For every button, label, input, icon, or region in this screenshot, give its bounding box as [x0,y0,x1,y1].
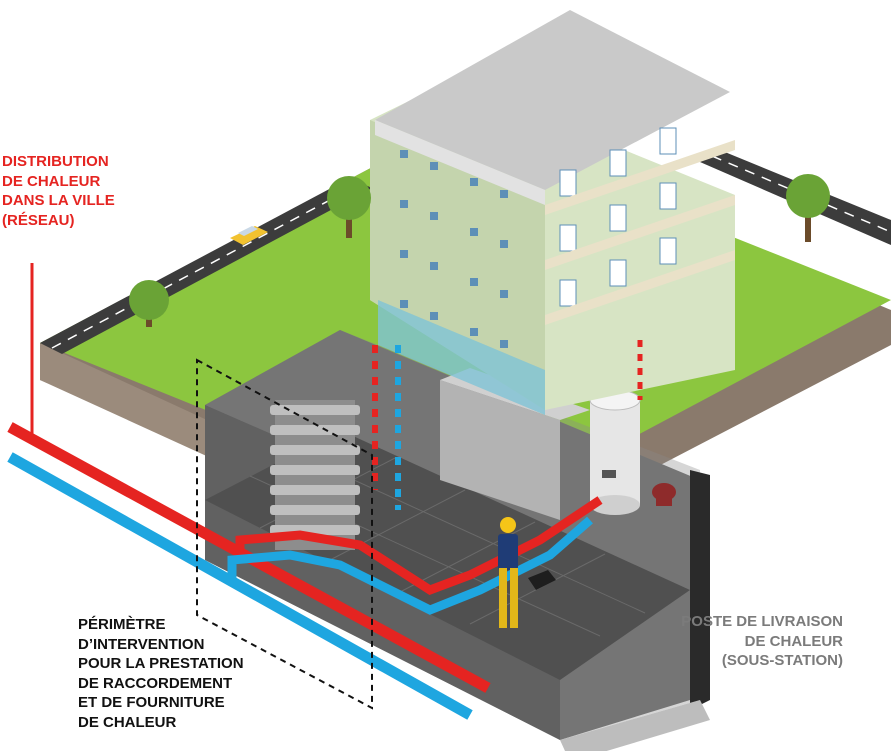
label-poste-livraison: POSTE DE LIVRAISON DE CHALEUR (SOUS-STAT… [681,612,843,671]
perimetre-boundary [196,358,373,710]
label-line: POUR LA PRESTATION [78,655,244,672]
label-distribution-reseau: DISTRIBUTION DE CHALEUR DANS LA VILLE (R… [2,152,115,230]
label-line: DE RACCORDEMENT [78,674,233,692]
building-roof [375,10,730,190]
connection-pipes [227,496,603,615]
label-line: D’INTERVENTION [78,635,205,653]
label-line: DE CHALEUR [744,632,843,650]
label-line: DE CHALEUR [2,172,101,190]
label-line: PÉRIMÈTRE [78,616,166,633]
tree-icon [786,174,830,242]
risers [372,340,643,510]
worker-icon [498,517,518,628]
label-line: ET DE FOURNITURE [78,694,225,711]
building [370,10,735,415]
label-line: DE CHALEUR [78,713,177,731]
car-icon [230,226,268,245]
label-line: DANS LA VILLE [2,192,115,209]
tree-icon [327,176,371,238]
label-perimetre-intervention: PÉRIMÈTRE D’INTERVENTION POUR LA PRESTAT… [78,615,244,732]
label-line: POSTE DE LIVRAISON [681,613,843,630]
label-line: (SOUS-STATION) [721,652,843,669]
tree-icon [129,280,169,327]
label-line: (RÉSEAU) [2,211,75,229]
tablet-icon [528,570,556,590]
network-blue-pipe [7,452,473,720]
valve-icon [652,483,676,506]
label-line: DISTRIBUTION [2,153,109,170]
boiler-icon [589,389,641,515]
heat-exchanger-icon [270,400,360,550]
